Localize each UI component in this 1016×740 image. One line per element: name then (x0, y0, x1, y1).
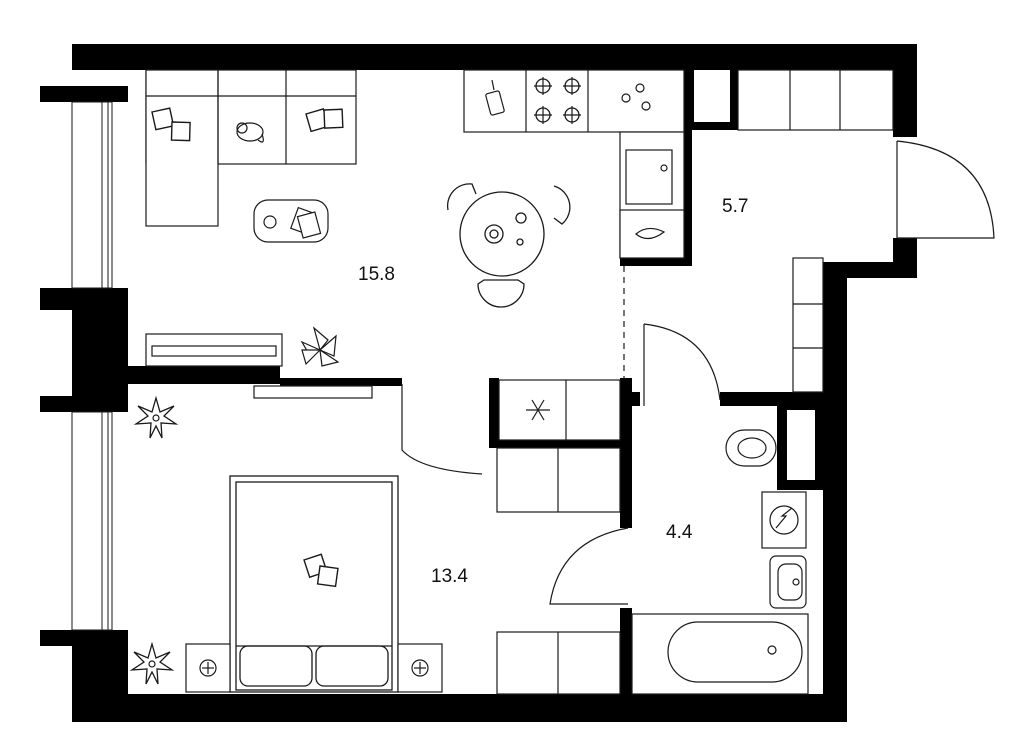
toilet-icon (725, 429, 777, 467)
area-label-bathroom: 4.4 (666, 522, 693, 543)
washbasin-icon (769, 555, 807, 609)
area-label-bedroom: 13.4 (431, 566, 468, 587)
wall-bath-top-left (620, 392, 640, 406)
window-icon (71, 101, 113, 631)
wardrobe-icon (737, 69, 894, 393)
wall-kitchen-hall-bottom (620, 258, 692, 266)
cat-icon (236, 122, 264, 143)
wall-left-bottom (72, 630, 128, 722)
area-label-living-kitchen: 15.8 (358, 264, 395, 285)
wall-living-bedroom (128, 366, 280, 384)
utensils-icon (621, 83, 651, 111)
wall-wardrobe-bath (620, 378, 632, 528)
wall-left-pier-top (40, 86, 128, 102)
cutting-board-icon (485, 79, 505, 116)
tv-icon (145, 333, 283, 367)
wall-top (72, 44, 917, 70)
wall-left-top (72, 44, 128, 68)
dishwasher-icon (619, 209, 685, 259)
fridge-icon (498, 379, 621, 441)
wall-kitchen-hall (684, 70, 692, 266)
bed-icon (229, 475, 399, 693)
dining-table-icon (446, 183, 571, 308)
plant-icon (131, 397, 177, 685)
bathtub-icon (631, 613, 809, 695)
wall-bedroom-bath (489, 378, 499, 446)
chair-icon (553, 185, 571, 225)
chair-icon (446, 183, 477, 211)
wardrobe-icon (496, 447, 621, 695)
wall-right-jog (847, 262, 917, 278)
coffee-table-icon (253, 199, 329, 243)
wall-wardrobe-bottom (489, 440, 632, 448)
wall-bottom (72, 694, 847, 722)
wall-bath-lower (620, 608, 632, 696)
wall-right-upper (893, 44, 917, 137)
wall-living-bedroom-2 (280, 378, 402, 386)
tv-icon (253, 385, 373, 399)
sofa-icon (145, 69, 357, 227)
wall-left-pier-mid2 (40, 396, 128, 412)
nightstand-icon (185, 643, 443, 693)
sink-icon (625, 149, 673, 205)
wall-left-mid (72, 288, 128, 396)
water-heater-icon (761, 491, 807, 549)
door-icon (401, 140, 995, 605)
snowflake-icon (526, 399, 550, 421)
wall-right-lower (823, 262, 847, 722)
chair-icon (477, 279, 525, 308)
plant-icon (300, 326, 340, 367)
walls (40, 44, 917, 722)
area-label-hallway: 5.7 (722, 196, 748, 217)
